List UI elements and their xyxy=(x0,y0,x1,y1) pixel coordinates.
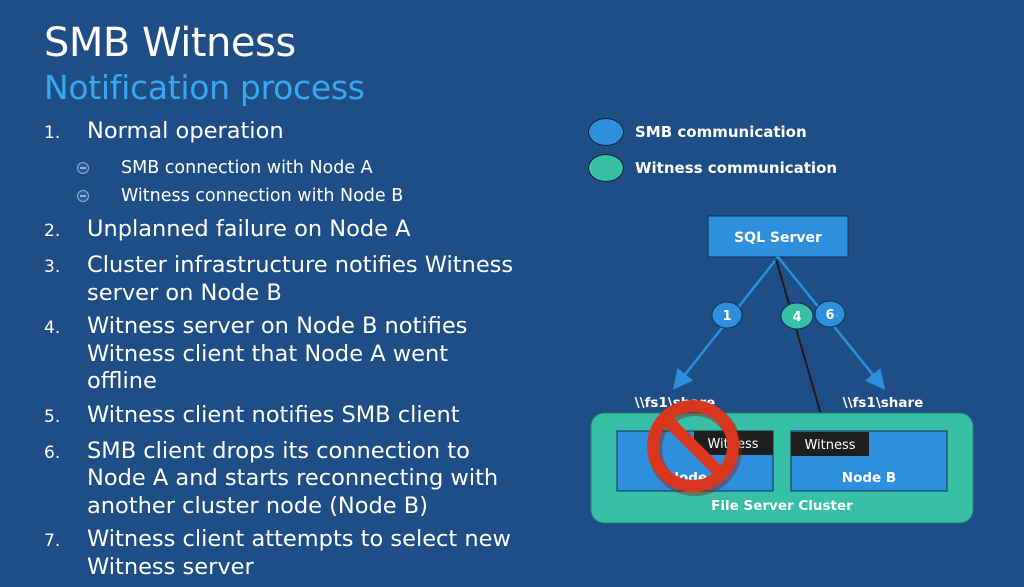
bullet-icon xyxy=(77,190,89,202)
badge-4-label: 4 xyxy=(792,310,801,325)
node-b-label: Node B xyxy=(842,470,896,486)
smb-legend-swatch xyxy=(588,118,624,146)
bullet-icon xyxy=(77,162,89,174)
witness-b-box xyxy=(791,432,869,456)
step-text: Cluster infrastructure notifies Witness … xyxy=(87,252,514,306)
step-4: 4. Witness server on Node B notifies Wit… xyxy=(44,313,524,396)
step-7: 7. Witness client attempts to select new… xyxy=(44,526,524,581)
badge-4 xyxy=(780,302,814,330)
witness-connection-arrow xyxy=(775,258,831,436)
slide-title: SMB Witness xyxy=(44,20,296,66)
sql-server-box xyxy=(707,215,849,258)
step-text: SMB client drops its connection to Node … xyxy=(87,437,499,519)
step-text: Witness client attempts to select new Wi… xyxy=(87,526,511,580)
step-number: 5. xyxy=(44,406,61,427)
legend-label: Witness communication xyxy=(635,159,838,177)
witness-legend-swatch xyxy=(588,154,624,182)
step-number: 1. xyxy=(44,123,61,143)
badge-1-label: 1 xyxy=(722,309,731,324)
step-number: 3. xyxy=(44,257,61,277)
step-6: 6. SMB client drops its connection to No… xyxy=(44,438,524,521)
step-3: 3. Cluster infrastructure notifies Witne… xyxy=(44,252,524,307)
badge-1 xyxy=(711,301,743,329)
legend-label: SMB communication xyxy=(635,123,807,141)
badge-6 xyxy=(814,300,846,328)
step-1-subitems: SMB connection with Node A Witness conne… xyxy=(44,154,524,210)
step-text: Witness client notifies SMB client xyxy=(87,401,460,428)
subitem-text: Witness connection with Node B xyxy=(121,186,404,206)
failure-prohibited-icon xyxy=(647,400,742,496)
share-label-right: \\fs1\share xyxy=(843,395,924,411)
step-number: 7. xyxy=(44,531,61,551)
witness-b-label: Witness xyxy=(804,438,855,453)
step-number: 2. xyxy=(44,221,61,241)
sql-server-label: SQL Server xyxy=(734,230,822,246)
step-text: Unplanned failure on Node A xyxy=(87,216,411,242)
cluster-label: File Server Cluster xyxy=(711,498,853,514)
step-1: 1. Normal operation xyxy=(44,118,524,148)
slide-subtitle: Notification process xyxy=(44,68,365,107)
steps-list: 1. Normal operation SMB connection with … xyxy=(44,118,524,587)
step-text: Normal operation xyxy=(87,118,284,144)
badge-6-label: 6 xyxy=(825,308,834,323)
subitem-text: SMB connection with Node A xyxy=(121,158,373,178)
step-number: 4. xyxy=(44,318,61,338)
step-text: Witness server on Node B notifies Witnes… xyxy=(87,313,468,394)
subitem: Witness connection with Node B xyxy=(77,182,524,210)
legend-smb: SMB communication xyxy=(588,118,807,146)
step-5: 5. Witness client notifies SMB client xyxy=(44,402,524,432)
step-number: 6. xyxy=(44,442,61,463)
legend-witness: Witness communication xyxy=(588,154,837,182)
step-2: 2. Unplanned failure on Node A xyxy=(44,216,524,246)
subitem: SMB connection with Node A xyxy=(77,154,524,182)
